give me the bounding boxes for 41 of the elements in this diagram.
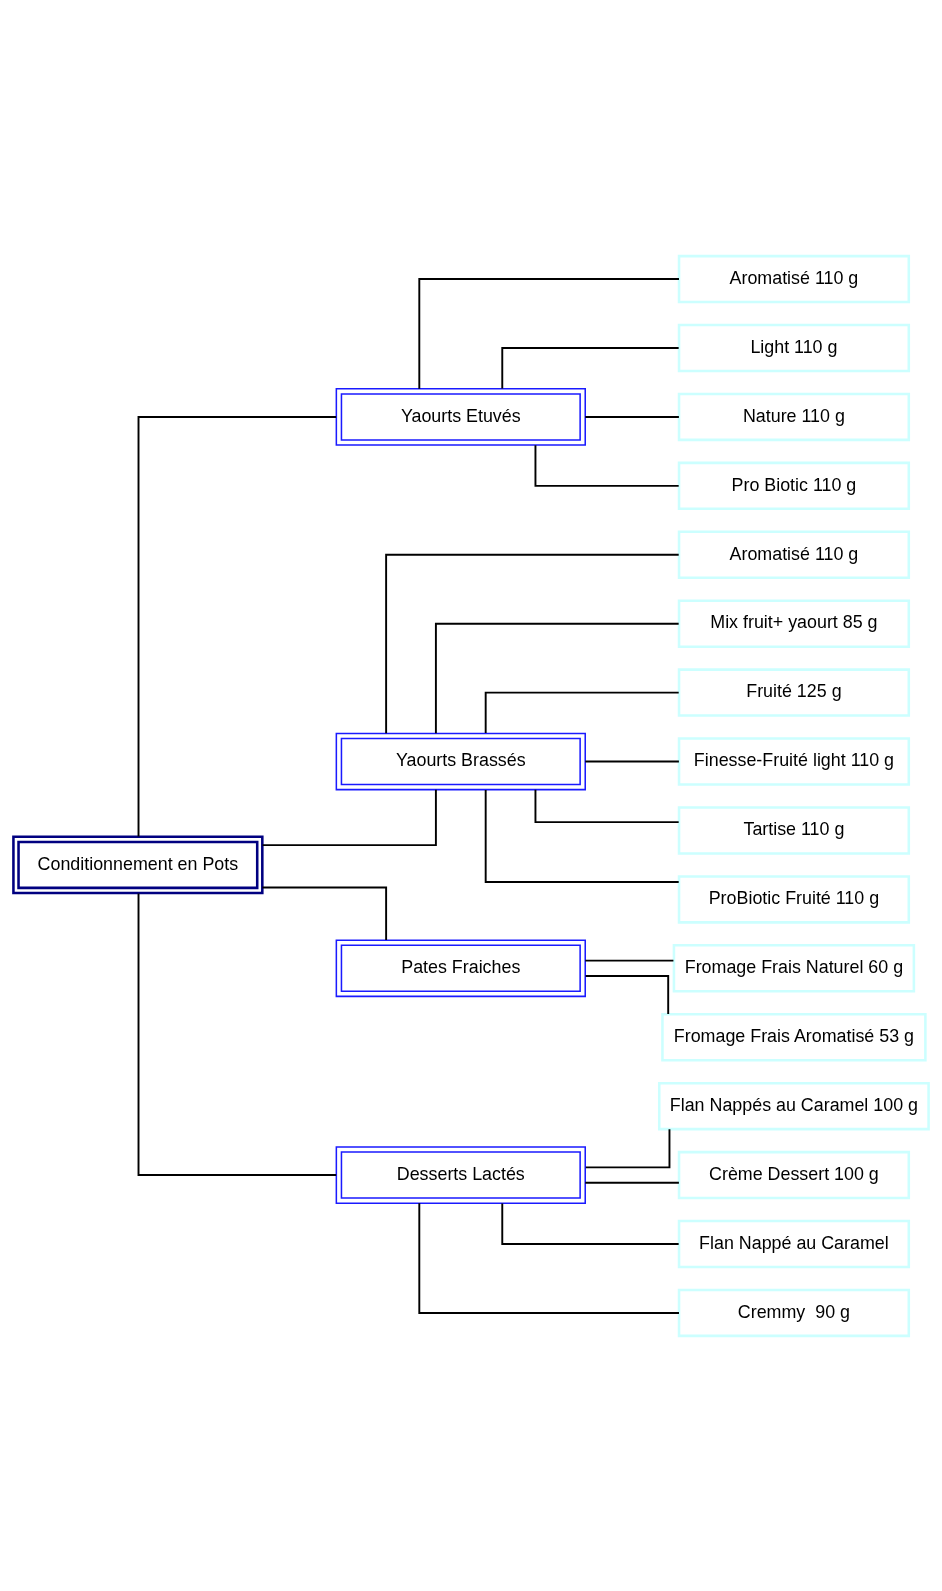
connector — [434, 622, 680, 734]
node-box: Cremmy 90 g — [677, 1288, 911, 1337]
connector — [261, 788, 437, 846]
connector — [584, 415, 680, 418]
node-box: Desserts Lactés — [335, 1145, 586, 1204]
node-box: Conditionnement en Pots — [12, 835, 264, 894]
connector — [584, 1181, 680, 1184]
connector — [418, 277, 680, 390]
node-box: Fromage Frais Naturel 60 g — [672, 943, 916, 993]
connector — [534, 443, 680, 487]
node-box: Pates Fraiches — [335, 938, 586, 997]
node-box: Flan Nappés au Caramel 100 g — [658, 1081, 930, 1130]
connector — [385, 553, 680, 734]
connector — [534, 788, 680, 823]
connector — [584, 974, 670, 1015]
connector — [484, 788, 680, 883]
connector — [584, 760, 680, 762]
connector — [261, 886, 388, 941]
connector — [418, 1201, 680, 1314]
node-box: Finesse-Fruité light 110 g — [677, 736, 911, 786]
node-box: Pro Biotic 110 g — [677, 461, 911, 510]
connector — [501, 346, 680, 389]
connector — [137, 415, 338, 837]
node-box: Yaourts Brassés — [335, 732, 586, 790]
connector — [484, 691, 680, 734]
node-box: Mix fruit+ yaourt 85 g — [677, 598, 911, 648]
node-box: Fruité 125 g — [677, 667, 911, 717]
node-box: Crème Dessert 100 g — [677, 1150, 911, 1199]
node-box: Flan Nappé au Caramel — [677, 1219, 911, 1268]
connector — [584, 959, 675, 962]
node-box: Fromage Frais Aromatisé 53 g — [661, 1012, 927, 1061]
node-box: Tartise 110 g — [677, 805, 911, 855]
node-box: ProBiotic Fruité 110 g — [677, 874, 911, 924]
node-box: Light 110 g — [677, 323, 911, 372]
connector — [137, 892, 338, 1176]
connector — [501, 1202, 680, 1245]
node-box: Aromatisé 110 g — [677, 254, 911, 303]
connector — [584, 1127, 671, 1168]
node-box: Aromatisé 110 g — [677, 530, 911, 579]
node-box: Nature 110 g — [677, 392, 911, 441]
node-box: Yaourts Etuvés — [335, 387, 586, 446]
